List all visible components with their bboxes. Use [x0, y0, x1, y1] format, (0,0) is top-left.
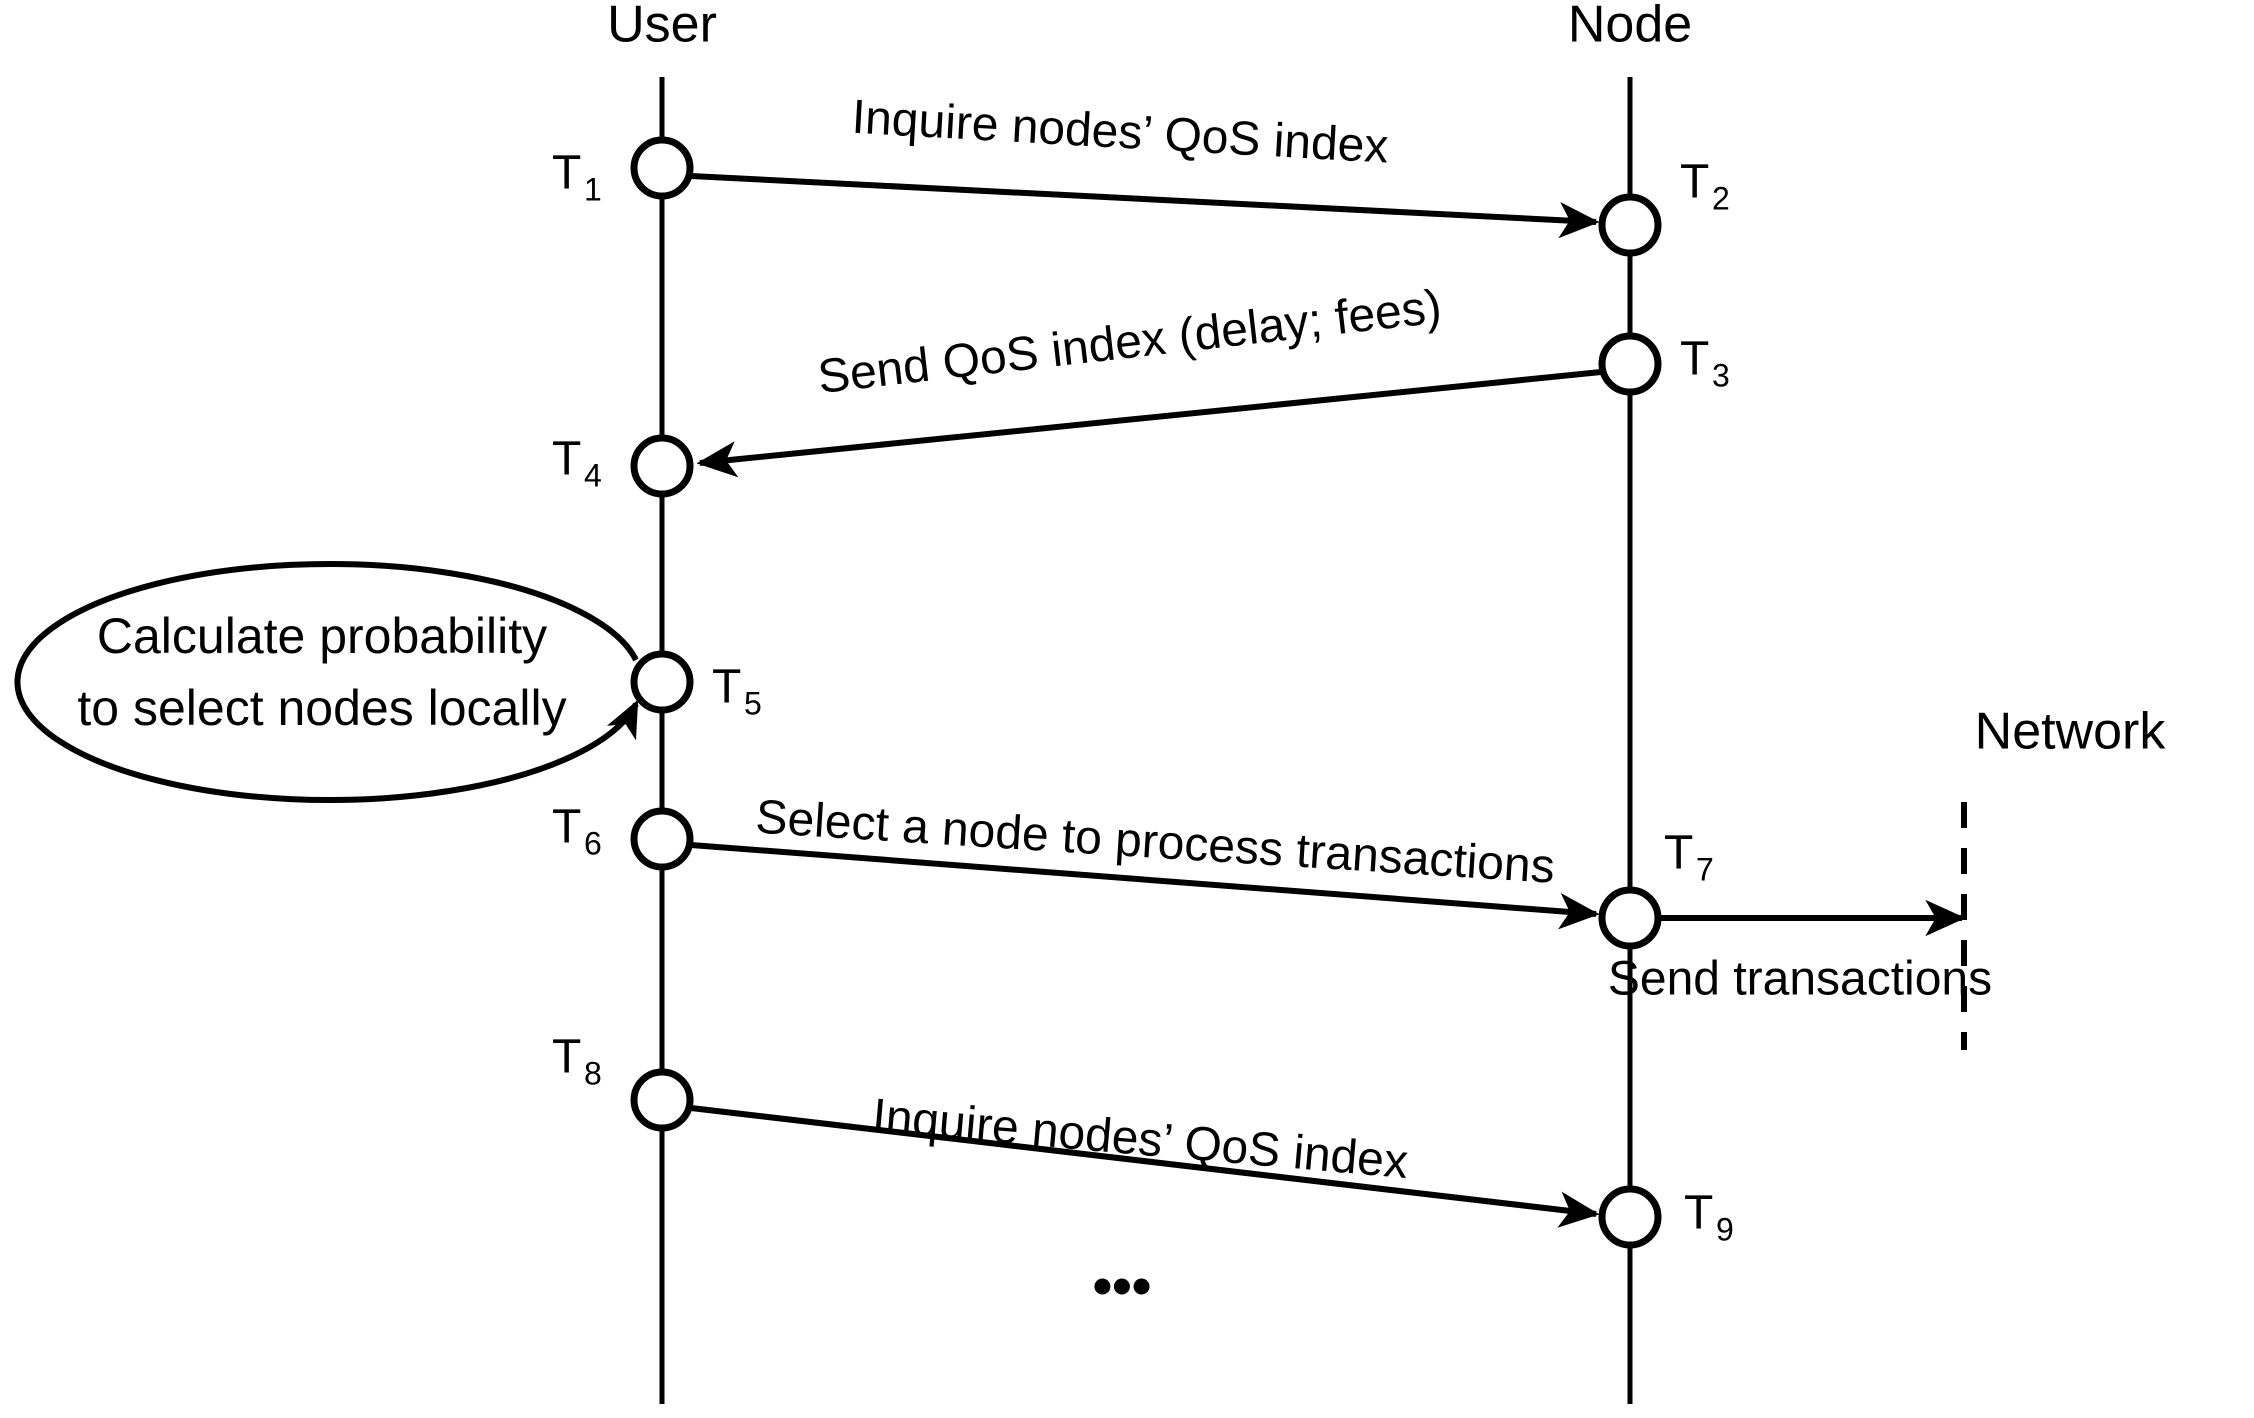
- event-circles-group: [630, 136, 1662, 1249]
- time-label-T4: T 4: [552, 433, 602, 494]
- time-label-T8-sub: 8: [584, 1055, 602, 1091]
- time-label-T7: T 7: [1664, 827, 1714, 888]
- message-arrow-m5: [690, 1105, 1600, 1228]
- event-circle-T4[interactable]: [630, 434, 694, 498]
- time-label-T6: T 6: [552, 801, 602, 862]
- time-label-T3-prefix: T: [1680, 333, 1709, 386]
- message-label-m1: Inquire nodes’ QoS index: [850, 91, 1389, 174]
- time-label-T7-sub: 7: [1696, 851, 1714, 887]
- time-label-T5-sub: 5: [744, 685, 762, 721]
- actor-labels-group: User Node Network: [607, 0, 2166, 761]
- self-loop-line-1: Calculate probability: [97, 608, 547, 664]
- time-label-T2-sub: 2: [1712, 180, 1730, 216]
- message-arrow-m2: [696, 369, 1602, 478]
- time-label-T8-prefix: T: [552, 1031, 581, 1084]
- time-label-T1-sub: 1: [584, 171, 602, 207]
- time-label-T8: T 8: [552, 1031, 602, 1092]
- event-circle-T1[interactable]: [630, 136, 694, 200]
- message-label-m4: Send transactions: [1608, 953, 1992, 1006]
- self-loop-text-group: Calculate probability to select nodes lo…: [77, 608, 566, 736]
- message-arrows-group: [690, 173, 1966, 1228]
- event-circle-T7[interactable]: [1598, 886, 1662, 950]
- self-loop-calculate: [14, 561, 639, 803]
- event-circle-T6[interactable]: [630, 807, 694, 871]
- continuation-ellipsis: •••: [1093, 1254, 1152, 1317]
- message-label-m2: Send QoS index (delay; fees): [815, 280, 1444, 404]
- time-labels-group: T 1 T 2 T 3 T 4 T 5 T 6: [552, 147, 1734, 1248]
- event-circle-T8[interactable]: [630, 1068, 694, 1132]
- self-loop-ellipse-path: [14, 561, 639, 803]
- event-circle-T9[interactable]: [1598, 1185, 1662, 1249]
- time-label-T9-sub: 9: [1716, 1211, 1734, 1247]
- event-circle-T2[interactable]: [1598, 193, 1662, 257]
- time-label-T9-prefix: T: [1684, 1187, 1713, 1240]
- time-label-T9: T 9: [1684, 1187, 1734, 1248]
- time-label-T2: T 2: [1680, 156, 1730, 217]
- time-label-T2-prefix: T: [1680, 156, 1709, 209]
- message-labels-group: Inquire nodes’ QoS index Send QoS index …: [754, 91, 1992, 1189]
- lifelines-group: [659, 77, 1967, 1404]
- event-circle-T3[interactable]: [1598, 332, 1662, 396]
- time-label-T6-prefix: T: [552, 801, 581, 854]
- time-label-T3-sub: 3: [1712, 357, 1730, 393]
- event-circle-T5[interactable]: [630, 650, 694, 714]
- time-label-T1: T 1: [552, 147, 602, 208]
- time-label-T1-prefix: T: [552, 147, 581, 200]
- time-label-T3: T 3: [1680, 333, 1730, 394]
- time-label-T5: T 5: [712, 661, 762, 722]
- time-label-T4-sub: 4: [584, 457, 602, 493]
- message-arrow-m1: [690, 173, 1600, 239]
- actor-label-node: Node: [1568, 0, 1692, 54]
- time-label-T6-sub: 6: [584, 825, 602, 861]
- message-arrow-m3: [690, 842, 1600, 930]
- time-label-T5-prefix: T: [712, 661, 741, 714]
- time-label-T7-prefix: T: [1664, 827, 1693, 880]
- message-label-m5: Inquire nodes’ QoS index: [870, 1089, 1410, 1189]
- actor-label-user: User: [607, 0, 717, 54]
- time-label-T4-prefix: T: [552, 433, 581, 486]
- actor-label-network: Network: [1975, 703, 2167, 761]
- self-loop-line-2: to select nodes locally: [77, 680, 566, 736]
